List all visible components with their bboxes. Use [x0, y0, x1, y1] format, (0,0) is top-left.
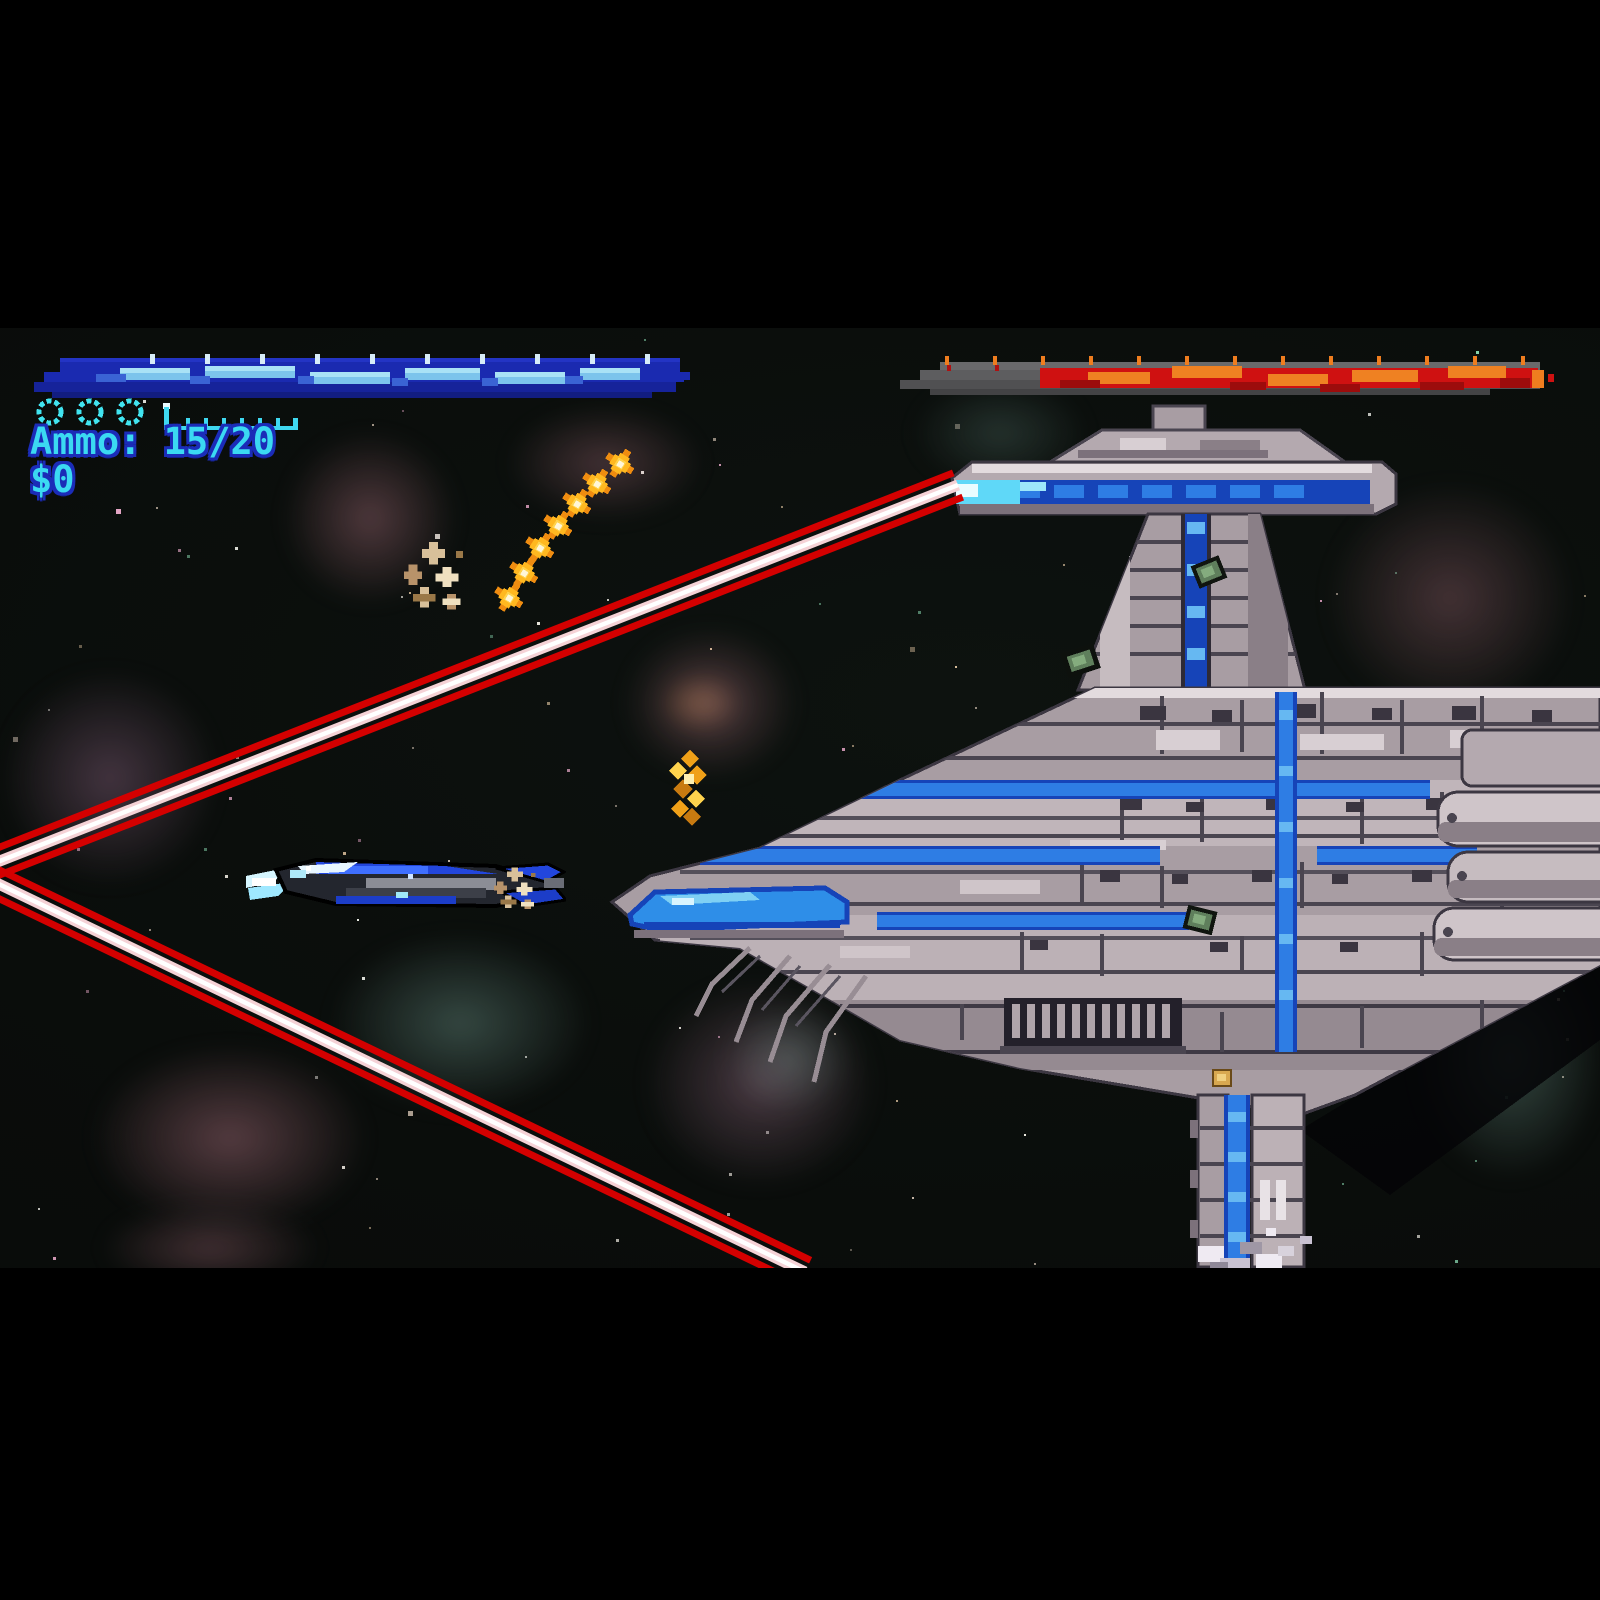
ammo-meter [163, 403, 298, 430]
enemy-projectile [582, 468, 612, 498]
floating-turret-debris [1060, 643, 1101, 679]
gold-drop [668, 750, 707, 826]
money-counter: $0 [30, 458, 75, 501]
player-ship [246, 848, 566, 926]
hud: Ammo: 15/20 $0 [0, 328, 1600, 1268]
nebula-layer [0, 328, 1600, 1268]
wreckage-debris [494, 867, 536, 910]
enemy-projectile [605, 448, 635, 478]
enemy-capital-ship [0, 328, 1600, 1268]
enemy-projectile [525, 532, 555, 562]
letterbox-top [0, 0, 1600, 328]
ammo-counter: Ammo: 15/20 [30, 420, 276, 463]
enemy-projectile [543, 510, 573, 540]
player-health-bar [34, 354, 690, 398]
turret [1190, 555, 1228, 589]
enemy-health-bar [900, 356, 1554, 395]
starfield [0, 328, 1600, 1268]
letterbox-bottom [0, 1268, 1600, 1600]
turret [1182, 904, 1218, 936]
enemy-projectile [494, 582, 524, 612]
enemy-projectile [562, 488, 592, 518]
game-viewport[interactable]: Ammo: 15/20 $0 [0, 328, 1600, 1268]
laser-beam [0, 328, 1600, 1268]
wreckage-debris [404, 542, 463, 610]
entity-layer [0, 328, 1600, 1268]
enemy-projectile [509, 557, 539, 587]
lives-pips [36, 398, 144, 426]
